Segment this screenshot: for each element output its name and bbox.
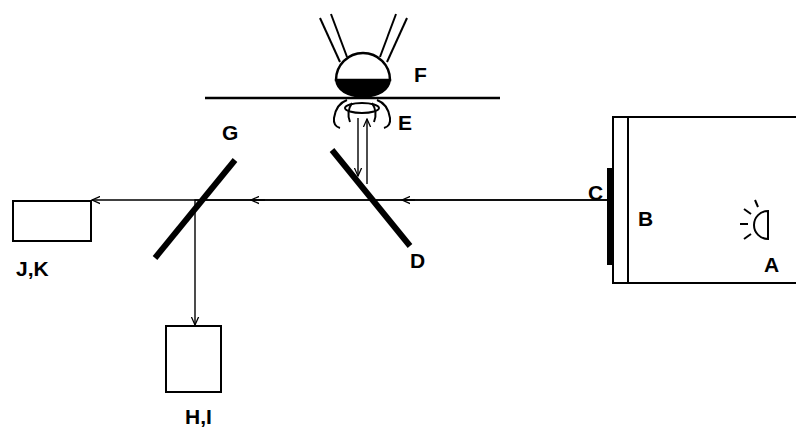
dichroic-mirror (332, 150, 410, 246)
detector-box (165, 325, 222, 393)
part-letter: F (414, 64, 427, 85)
emission-beam (366, 119, 367, 184)
pipettes (320, 14, 407, 62)
excitation-beam (357, 118, 358, 176)
part-letter: J,K (16, 258, 49, 279)
lamp-symbol (754, 211, 768, 239)
part-letter: A (764, 254, 779, 275)
part-letter: B (638, 208, 653, 229)
part-letter: E (398, 112, 412, 133)
part-letter: H,I (185, 406, 212, 427)
part-letter: D (410, 250, 425, 271)
chamber-bath (336, 80, 390, 97)
stage-plate (205, 97, 500, 100)
chamber-top (336, 53, 390, 80)
detector-box (12, 200, 92, 242)
part-letter: C (588, 182, 603, 203)
light-path (195, 200, 612, 325)
objective-arms (334, 100, 390, 128)
lamp-rays (740, 200, 758, 239)
filter-wall (627, 116, 629, 284)
part-letter: G (222, 122, 238, 143)
